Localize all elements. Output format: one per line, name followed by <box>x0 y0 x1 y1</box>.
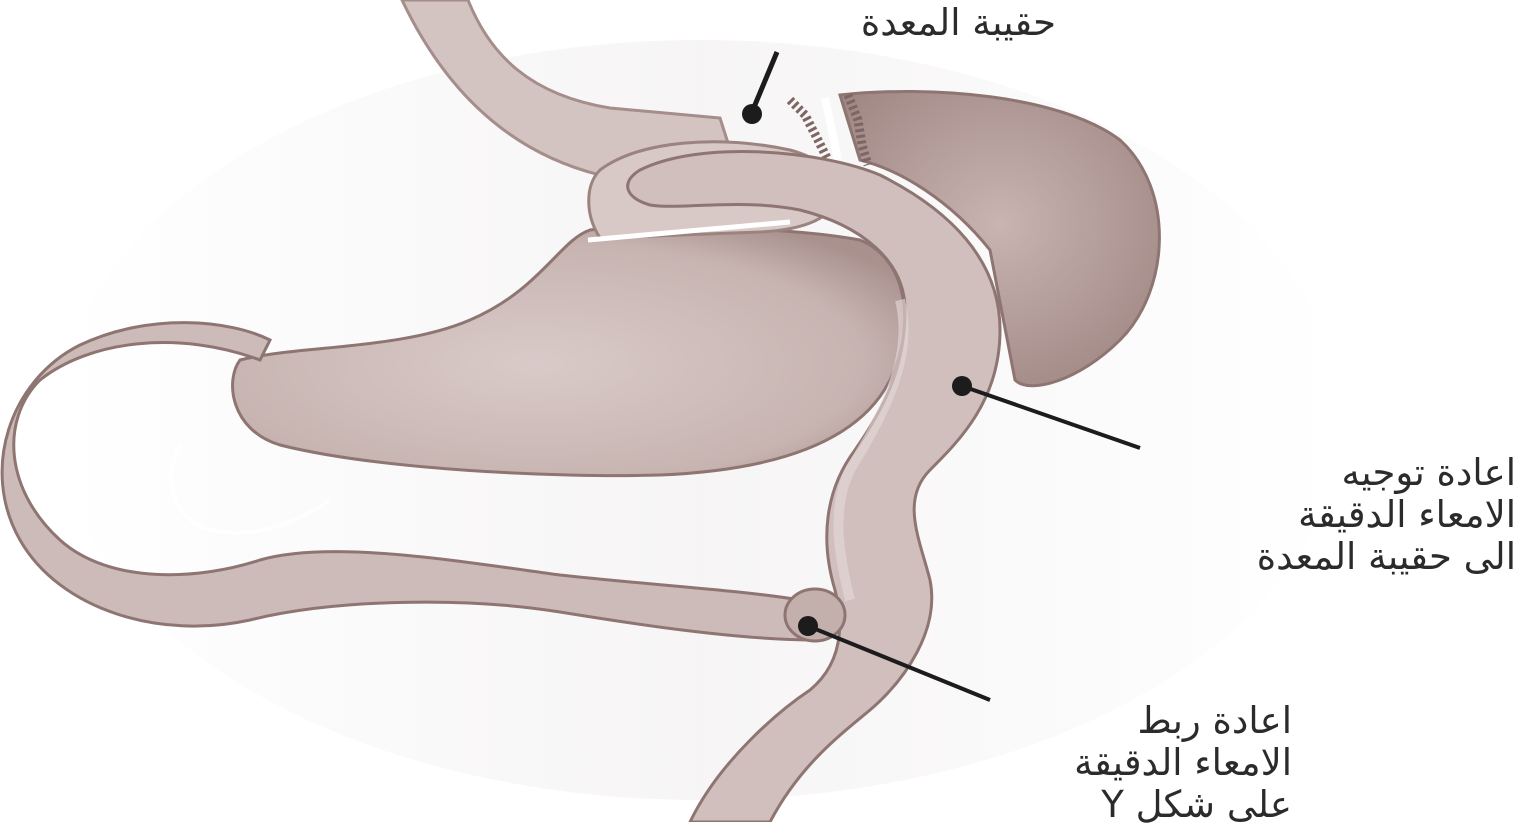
label-gastric-pouch-text: حقيبة المعدة <box>861 2 1056 44</box>
label-reconnect-line-2: الامعاء الدقيقة <box>1074 742 1292 784</box>
label-reroute-intestine: اعادة توجيه الامعاء الدقيقة الى حقيبة ال… <box>1257 452 1516 578</box>
label-reconnect-line-1: اعادة ربط <box>1074 700 1292 742</box>
label-gastric-pouch: حقيبة المعدة <box>861 2 1056 44</box>
leader-dot-pouch <box>742 104 762 124</box>
label-reconnect-line-3: على شكل Y <box>1074 784 1292 826</box>
label-reconnect-intestine: اعادة ربط الامعاء الدقيقة على شكل Y <box>1074 700 1292 826</box>
leader-dot-reroute <box>952 376 972 396</box>
label-reroute-line-2: الامعاء الدقيقة <box>1257 494 1516 536</box>
label-reroute-line-1: اعادة توجيه <box>1257 452 1516 494</box>
y-anastomosis <box>785 589 845 641</box>
label-reroute-line-3: الى حقيبة المعدة <box>1257 536 1516 578</box>
leader-dot-reconnect <box>798 616 818 636</box>
